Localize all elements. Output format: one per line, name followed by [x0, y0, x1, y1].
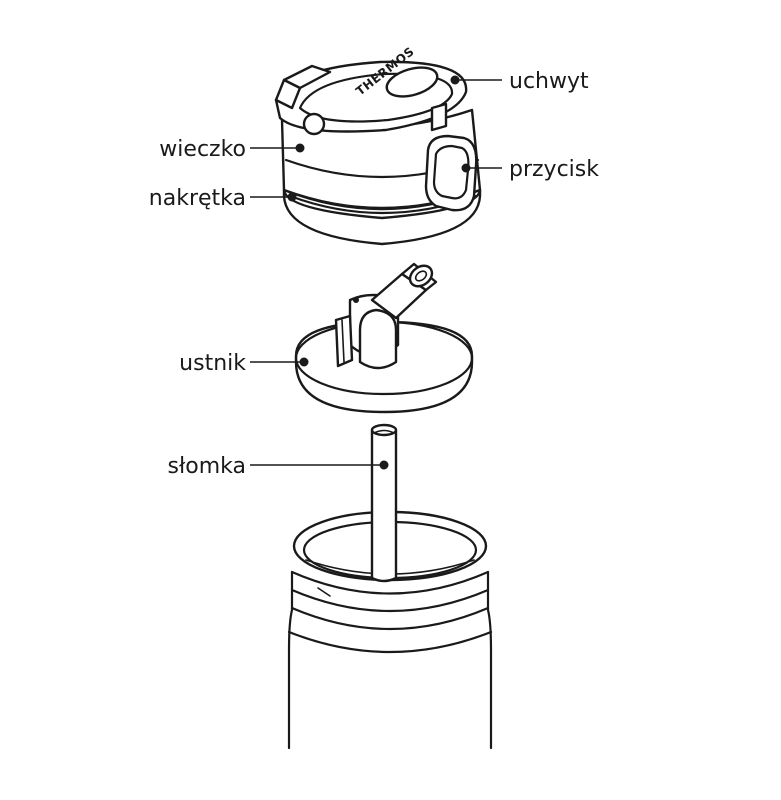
- label-button: przycisk: [509, 157, 599, 182]
- label-lid: wieczko: [159, 137, 246, 162]
- leader-lines: [250, 75, 502, 470]
- label-handle: uchwyt: [509, 69, 589, 94]
- label-mouthpiece: ustnik: [179, 351, 246, 376]
- cap-assembly: THERMOS: [274, 44, 482, 246]
- label-cap: nakrętka: [149, 186, 246, 211]
- straw: [370, 423, 398, 583]
- label-straw: słomka: [168, 454, 246, 479]
- mouthpiece: [294, 262, 474, 414]
- labels: uchwyt przycisk wieczko nakrętka ustnik …: [149, 69, 599, 479]
